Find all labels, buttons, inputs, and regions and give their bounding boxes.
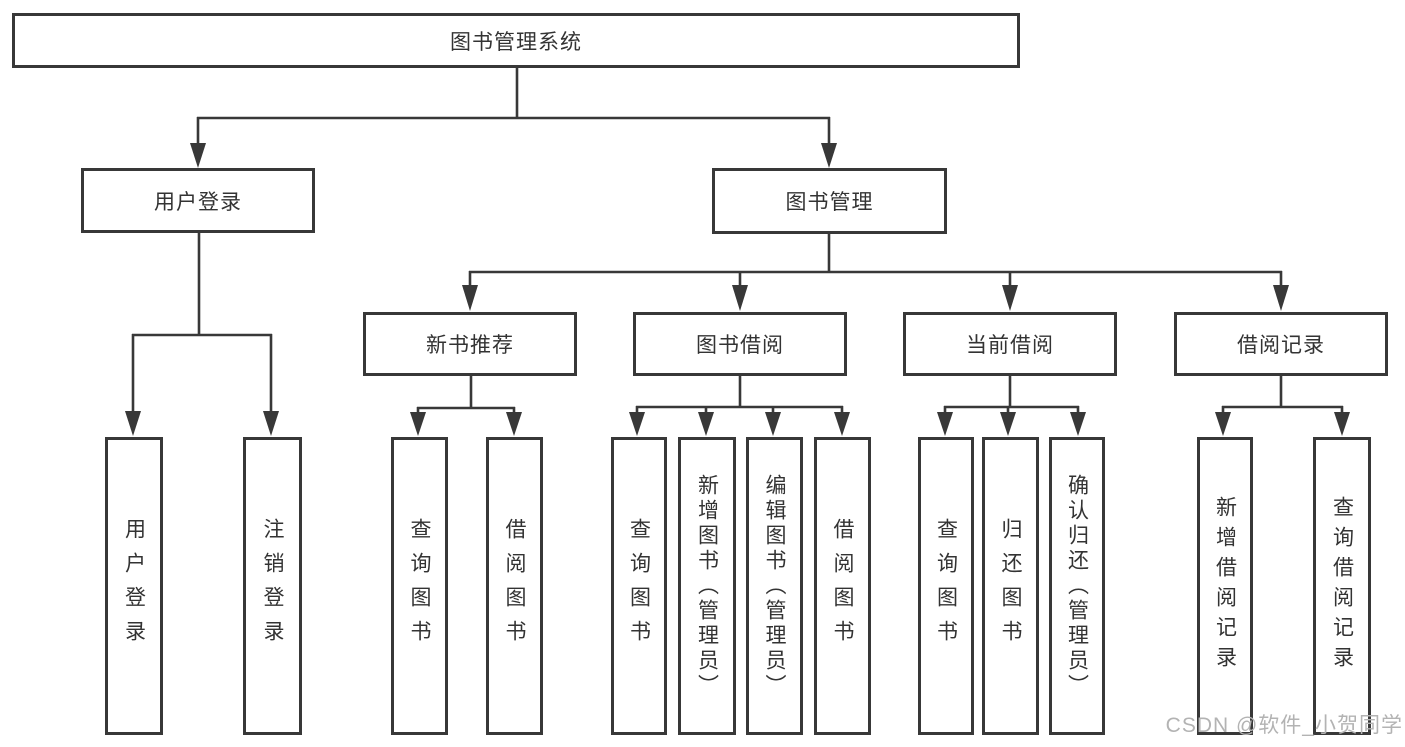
csdn-watermark: CSDN @软件_小贺同学 bbox=[1165, 714, 1403, 737]
node-book-borrow-label: 图书借阅 bbox=[696, 334, 784, 357]
node-borrow-records: 借阅记录 bbox=[1174, 312, 1388, 376]
leaf-add-borrow-record: 新增借阅记录 bbox=[1197, 437, 1253, 735]
leaf-borrow-books-2: 借阅图书 bbox=[814, 437, 871, 735]
node-new-book-recommend-label: 新书推荐 bbox=[426, 334, 514, 357]
leaf-user-login: 用户登录 bbox=[105, 437, 163, 735]
leaf-user-login-label: 用户登录 bbox=[122, 518, 146, 654]
node-root-label: 图书管理系统 bbox=[450, 30, 582, 54]
node-book-borrow: 图书借阅 bbox=[633, 312, 847, 376]
leaf-edit-books-admin: 编辑图书（管理员） bbox=[746, 437, 803, 735]
leaf-add-borrow-record-label: 新增借阅记录 bbox=[1213, 496, 1237, 676]
leaf-query-books-2: 查询图书 bbox=[611, 437, 667, 735]
node-root: 图书管理系统 bbox=[12, 13, 1020, 68]
leaf-add-books-admin: 新增图书（管理员） bbox=[678, 437, 736, 735]
leaf-edit-books-admin-label: 编辑图书（管理员） bbox=[763, 473, 786, 699]
leaf-add-books-admin-label: 新增图书（管理员） bbox=[695, 473, 719, 699]
leaf-return-books-label: 归还图书 bbox=[999, 518, 1022, 654]
node-book-management-label: 图书管理 bbox=[785, 191, 874, 214]
leaf-query-borrow-record: 查询借阅记录 bbox=[1313, 437, 1371, 735]
node-borrow-records-label: 借阅记录 bbox=[1237, 334, 1325, 357]
leaf-query-books-1-label: 查询图书 bbox=[408, 518, 431, 654]
leaf-logout: 注销登录 bbox=[243, 437, 302, 735]
leaf-query-books-3-label: 查询图书 bbox=[934, 518, 958, 654]
leaf-borrow-books-1: 借阅图书 bbox=[486, 437, 543, 735]
node-current-borrow: 当前借阅 bbox=[903, 312, 1117, 376]
node-user-login-label: 用户登录 bbox=[154, 190, 242, 214]
leaf-query-books-3: 查询图书 bbox=[918, 437, 974, 735]
leaf-query-borrow-record-label: 查询借阅记录 bbox=[1330, 496, 1354, 676]
node-current-borrow-label: 当前借阅 bbox=[966, 334, 1054, 357]
leaf-query-books-1: 查询图书 bbox=[391, 437, 448, 735]
arrowheads bbox=[125, 143, 1350, 436]
leaf-borrow-books-2-label: 借阅图书 bbox=[831, 518, 854, 654]
node-new-book-recommend: 新书推荐 bbox=[363, 312, 577, 376]
leaf-confirm-return-admin-label: 确认归还（管理员） bbox=[1065, 473, 1089, 699]
leaf-borrow-books-1-label: 借阅图书 bbox=[503, 518, 526, 654]
leaf-confirm-return-admin: 确认归还（管理员） bbox=[1049, 437, 1105, 735]
node-user-login: 用户登录 bbox=[81, 168, 315, 233]
leaf-query-books-2-label: 查询图书 bbox=[627, 518, 651, 654]
node-book-management: 图书管理 bbox=[712, 168, 947, 234]
leaf-return-books: 归还图书 bbox=[982, 437, 1039, 735]
leaf-logout-label: 注销登录 bbox=[261, 518, 284, 654]
